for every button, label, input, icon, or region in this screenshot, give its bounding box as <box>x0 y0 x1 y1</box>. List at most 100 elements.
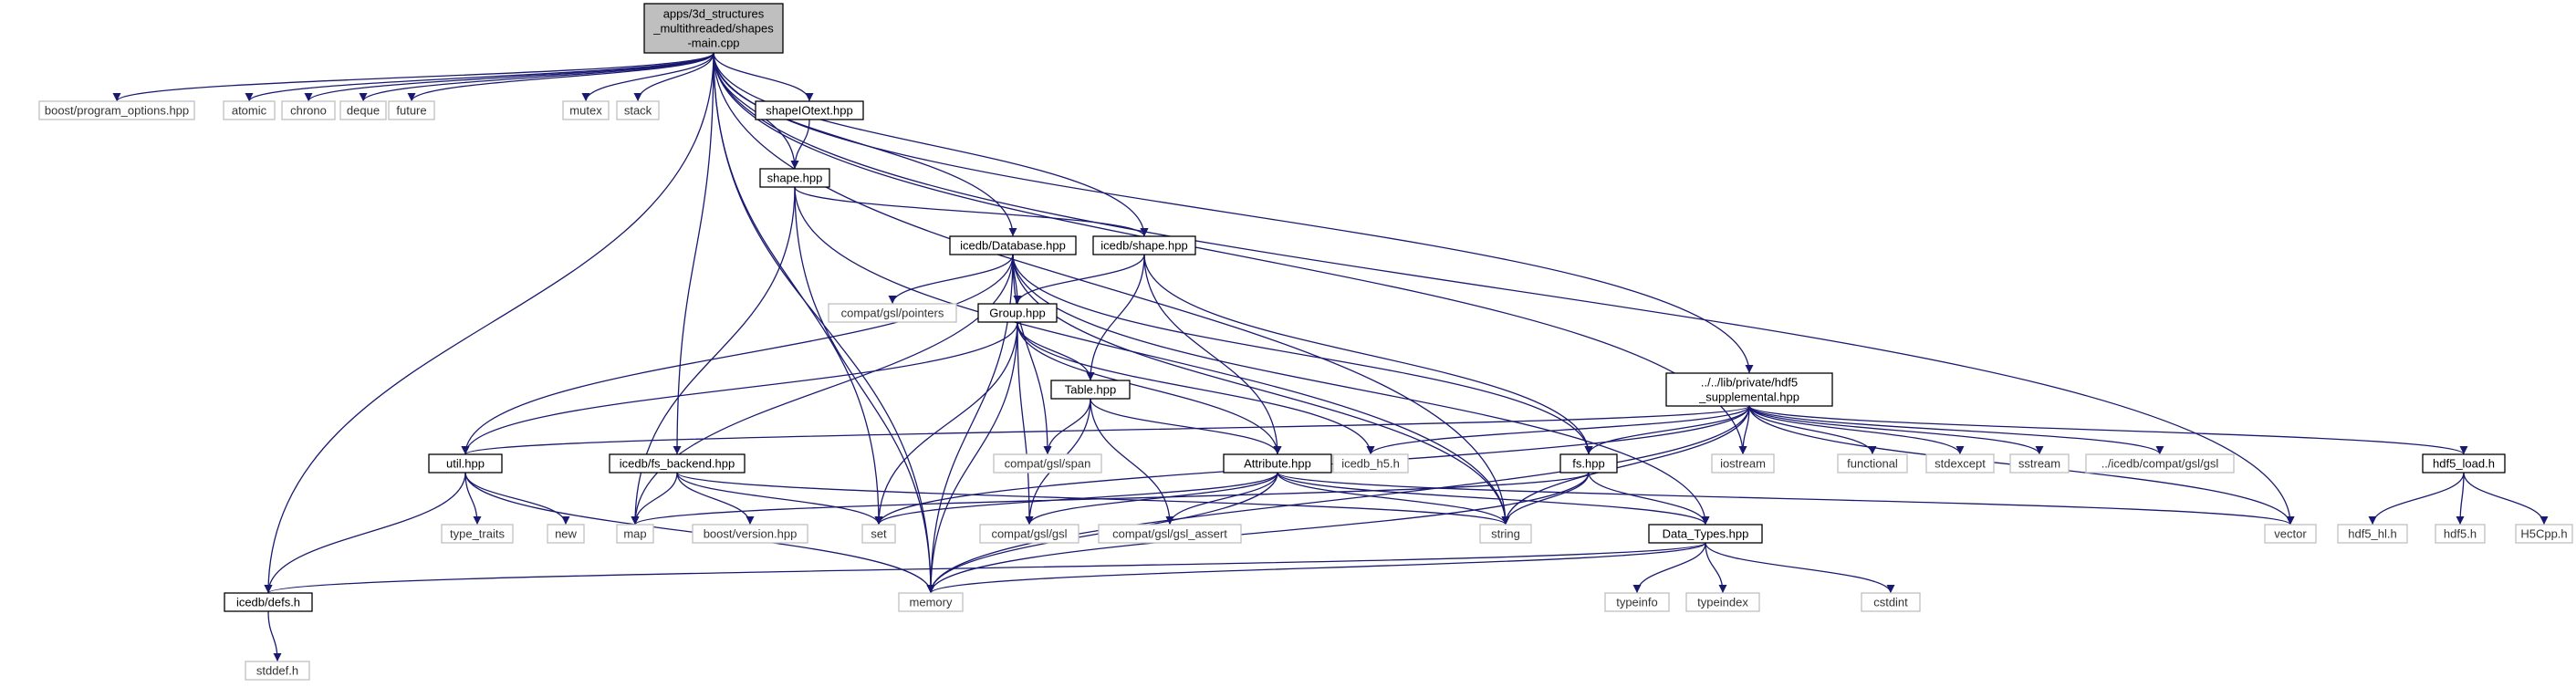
node-label-future: future <box>396 104 426 118</box>
edge-hdf5supp-to-fs <box>1584 405 1750 455</box>
edge-fs-to-string <box>1501 472 1590 526</box>
edge-table-to-span <box>1043 398 1091 455</box>
node-box-attribute <box>1223 453 1332 474</box>
node-label-mutex: mutex <box>569 104 602 118</box>
edge-hdf5supp-to-hdf5load <box>1748 405 2468 455</box>
node-hdf5supp[interactable]: ../../lib/private/hdf5_supplemental.hpp <box>1665 372 1833 407</box>
node-box-set <box>861 524 896 544</box>
edge-main-to-vector <box>713 52 2295 526</box>
node-label-new: new <box>555 527 577 541</box>
node-label-hdf5load: hdf5_load.h <box>2433 457 2495 471</box>
node-hdf5load[interactable]: hdf5_load.h <box>2422 453 2506 474</box>
node-box-typeinfo <box>1604 592 1670 612</box>
edge-database-to-span <box>1012 254 1052 455</box>
node-label-typetraits: type_traits <box>450 527 505 541</box>
node-box-chrono <box>281 100 336 120</box>
node-box-hdf5supp <box>1665 372 1833 407</box>
node-box-gslgsl <box>979 524 1079 544</box>
edge-fsbackend-to-set <box>676 472 883 526</box>
edge-hdf5supp-to-icedbh5 <box>1366 405 1750 455</box>
edge-hdf5load-to-hdf5hl <box>2368 472 2465 526</box>
node-box-map <box>616 524 654 544</box>
node-label-hdf5h: hdf5.h <box>2444 527 2477 541</box>
node-box-shape <box>759 168 830 188</box>
node-shapeiotext[interactable]: shapeIOtext.hpp <box>755 100 864 120</box>
node-label-span: compat/gsl/span <box>1005 457 1091 471</box>
node-box-pointers <box>828 303 957 323</box>
node-datatypes[interactable]: Data_Types.hpp <box>1648 524 1763 544</box>
node-box-functional <box>1837 453 1908 474</box>
edge-icedbshape-to-attribute <box>1143 254 1282 455</box>
node-box-new <box>547 524 585 544</box>
node-fsbackend[interactable]: icedb/fs_backend.hpp <box>609 453 746 474</box>
node-box-fs <box>1559 453 1618 474</box>
edge-main-to-fsbackend <box>673 52 714 455</box>
node-typeinfo: typeinfo <box>1604 592 1670 612</box>
node-icedbh5: icedb_h5.h <box>1332 453 1409 474</box>
node-cstdint: cstdint <box>1861 592 1921 612</box>
edge-icedbshape-to-fs <box>1143 254 1593 455</box>
node-box-deque <box>339 100 387 120</box>
edge-group-to-set <box>874 321 1018 526</box>
edge-icedbshape-to-table <box>1086 254 1145 381</box>
node-future: future <box>388 100 435 120</box>
edge-attribute-to-vector <box>1277 472 2295 526</box>
edge-hdf5supp-to-compatgslgsl2 <box>1748 405 2164 455</box>
node-table[interactable]: Table.hpp <box>1050 380 1131 400</box>
edge-attribute-to-string <box>1277 472 1510 526</box>
node-box-span <box>993 453 1102 474</box>
node-database[interactable]: icedb/Database.hpp <box>949 235 1077 255</box>
edge-hdf5supp-to-stdexcept <box>1748 405 1965 455</box>
edge-main-to-set <box>713 52 883 526</box>
node-typetraits: type_traits <box>441 524 514 544</box>
node-stack: stack <box>616 100 660 120</box>
edge-hdf5load-to-h5cpp <box>2463 472 2549 526</box>
node-label-sstream: sstream <box>2018 457 2060 471</box>
node-box-hdf5h <box>2435 524 2486 544</box>
node-group[interactable]: Group.hpp <box>977 303 1058 323</box>
node-label-cstdint: cstdint <box>1873 596 1908 609</box>
node-shape[interactable]: shape.hpp <box>759 168 830 188</box>
edge-hdf5supp-to-util <box>461 405 1750 455</box>
node-main[interactable]: apps/3d_structures_multithreaded/shapes-… <box>643 3 784 54</box>
node-label-fsbackend: icedb/fs_backend.hpp <box>620 457 735 471</box>
node-fs[interactable]: fs.hpp <box>1559 453 1618 474</box>
node-util[interactable]: util.hpp <box>428 453 503 474</box>
node-label-icedbh5: icedb_h5.h <box>1341 457 1400 471</box>
edge-attribute-to-gslassert <box>1165 472 1278 526</box>
node-pointers: compat/gsl/pointers <box>828 303 957 323</box>
node-box-string <box>1479 524 1532 544</box>
edge-fs-to-memory <box>926 472 1590 594</box>
node-mutex: mutex <box>562 100 610 120</box>
node-gslgsl: compat/gsl/gsl <box>979 524 1079 544</box>
node-icedbshape[interactable]: icedb/shape.hpp <box>1092 235 1196 255</box>
edge-hdf5supp-to-memory <box>926 405 1750 594</box>
edge-shapeiotext-to-shape <box>790 119 810 170</box>
edge-database-to-pointers <box>888 254 1014 305</box>
node-box-stddef <box>245 661 310 681</box>
node-box-boostversion <box>692 524 808 544</box>
node-box-iostream <box>1711 453 1775 474</box>
edge-database-to-fs <box>1012 254 1593 455</box>
node-box-gslassert <box>1098 524 1242 544</box>
edge-group-to-gslgsl <box>1017 321 1034 526</box>
node-box-stdexcept <box>1925 453 1995 474</box>
edges-layer <box>112 52 2549 662</box>
node-attribute[interactable]: Attribute.hpp <box>1223 453 1332 474</box>
edge-main-to-future <box>407 52 714 102</box>
node-label-hdf5supp: _supplemental.hpp <box>1698 390 1799 404</box>
edge-shape-to-string <box>794 186 1510 526</box>
node-box-datatypes <box>1648 524 1763 544</box>
node-label-main: apps/3d_structures <box>663 7 765 21</box>
node-label-h5cpp: H5Cpp.h <box>2520 527 2567 541</box>
edge-table-to-attribute <box>1090 398 1282 455</box>
edge-attribute-to-set <box>874 472 1278 526</box>
node-box-mutex <box>562 100 610 120</box>
node-stdexcept: stdexcept <box>1925 453 1995 474</box>
node-chrono: chrono <box>281 100 336 120</box>
node-box-h5cpp <box>2515 524 2573 544</box>
node-defs[interactable]: icedb/defs.h <box>224 592 313 612</box>
node-label-defs: icedb/defs.h <box>236 596 300 609</box>
node-box-typeindex <box>1685 592 1760 612</box>
